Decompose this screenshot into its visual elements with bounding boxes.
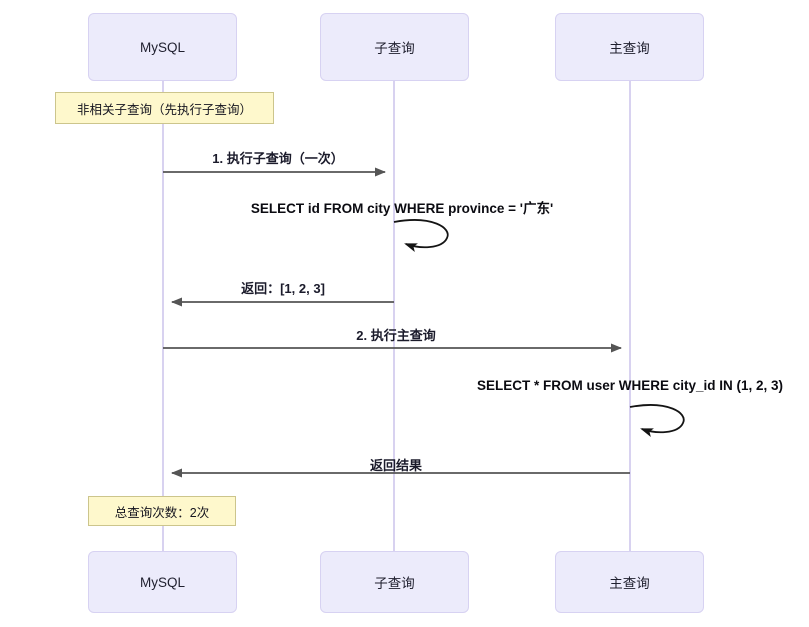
participant-label-subquery-bottom: 子查询 — [374, 576, 415, 591]
self-loop-arrows — [393, 219, 685, 438]
self-loop-mainquery — [629, 404, 685, 438]
note-bottom-text: 总查询次数：2次 — [114, 505, 210, 520]
note-total-query-count: 总查询次数：2次 — [88, 496, 236, 526]
sql-label-mainquery: SELECT * FROM user WHERE city_id IN (1, … — [476, 378, 784, 393]
message-label-execute-subquery: 1. 执行子查询（一次） — [212, 151, 344, 166]
message-label-execute-mainquery: 2. 执行主查询 — [356, 328, 436, 343]
self-loop-subquery — [393, 219, 449, 253]
message-arrows — [163, 167, 630, 478]
participant-box-subquery-bottom[interactable]: 子查询 — [320, 551, 469, 613]
participant-label-mysql-top: MySQL — [139, 39, 185, 55]
participant-box-mysql-top[interactable]: MySQL — [88, 13, 237, 81]
message-label-return-ids: 返回：[1, 2, 3] — [241, 281, 325, 296]
participant-box-subquery-top[interactable]: 子查询 — [320, 13, 469, 81]
participant-label-mainquery-bottom: 主查询 — [609, 576, 650, 591]
participant-label-subquery-top: 子查询 — [374, 41, 415, 56]
participant-box-mainquery-bottom[interactable]: 主查询 — [555, 551, 704, 613]
participant-label-mainquery-top: 主查询 — [609, 41, 650, 56]
participant-box-mysql-bottom[interactable]: MySQL — [88, 551, 237, 613]
note-non-correlated-subquery: 非相关子查询（先执行子查询） — [55, 92, 274, 124]
note-top-text: 非相关子查询（先执行子查询） — [76, 102, 252, 117]
sql-label-subquery: SELECT id FROM city WHERE province = '广东… — [250, 201, 554, 216]
message-label-return-result: 返回结果 — [369, 458, 423, 473]
participant-label-mysql-bottom: MySQL — [139, 574, 185, 590]
participant-box-mainquery-top[interactable]: 主查询 — [555, 13, 704, 81]
